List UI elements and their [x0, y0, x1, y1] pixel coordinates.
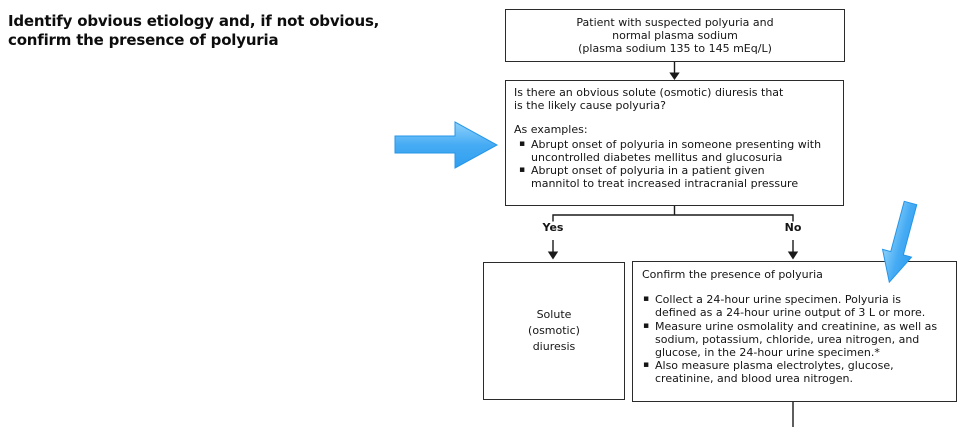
confirm-bullet-list: ▪ Collect a 24-hour urine specimen. Poly…	[642, 293, 950, 385]
yes-arrow	[547, 240, 559, 260]
bullet-text: Abrupt onset of polyuria in a patient gi…	[531, 164, 799, 191]
solute-diuresis-box: Solute (osmotic) diuresis	[483, 262, 625, 400]
confirm-box-title: Confirm the presence of polyuria	[642, 268, 823, 281]
square-bullet-icon: ▪	[519, 165, 526, 176]
bullet-item: ▪ Abrupt onset of polyuria in someone pr…	[519, 138, 835, 164]
page-heading: Identify obvious etiology and, if not ob…	[8, 12, 380, 49]
question-box: Is there an obvious solute (osmotic) diu…	[505, 80, 844, 206]
solute-diuresis-text: Solute (osmotic) diuresis	[528, 308, 580, 353]
square-bullet-icon: ▪	[643, 360, 650, 371]
bullet-item: ▪ Abrupt onset of polyuria in a patient …	[519, 164, 835, 190]
start-box-text: Patient with suspected polyuria and norm…	[576, 15, 774, 56]
start-box: Patient with suspected polyuria and norm…	[505, 9, 845, 62]
bullet-text: Collect a 24-hour urine specimen. Polyur…	[655, 293, 926, 320]
flow-connector-start-to-question	[669, 62, 680, 80]
bullet-item: ▪ Collect a 24-hour urine specimen. Poly…	[643, 293, 950, 319]
square-bullet-icon: ▪	[643, 320, 650, 331]
confirm-polyuria-box: Confirm the presence of polyuria ▪ Colle…	[632, 261, 957, 402]
question-bullet-list: ▪ Abrupt onset of polyuria in someone pr…	[514, 138, 835, 191]
bullet-text: Also measure plasma electrolytes, glucos…	[655, 359, 894, 386]
yes-label: Yes	[542, 221, 564, 234]
bullet-text: Abrupt onset of polyuria in someone pres…	[531, 137, 822, 164]
question-text: Is there an obvious solute (osmotic) diu…	[514, 86, 784, 113]
flow-branch-line	[552, 206, 794, 222]
bullet-item: ▪ Measure urine osmolality and creatinin…	[643, 320, 950, 360]
examples-label: As examples:	[514, 123, 588, 137]
bullet-text: Measure urine osmolality and creatinine,…	[655, 319, 938, 360]
square-bullet-icon: ▪	[643, 294, 650, 305]
no-label: No	[784, 221, 802, 234]
square-bullet-icon: ▪	[519, 138, 526, 149]
no-arrow	[787, 240, 799, 260]
highlight-arrow-right-icon	[394, 121, 499, 169]
bullet-item: ▪ Also measure plasma electrolytes, gluc…	[643, 359, 950, 385]
